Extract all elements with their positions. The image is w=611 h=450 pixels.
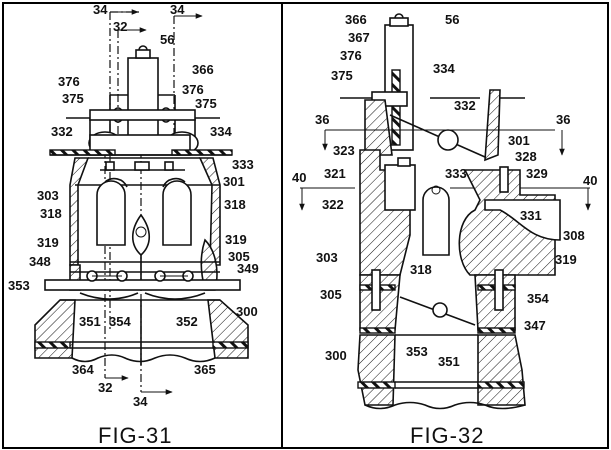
label-303: 303: [316, 250, 338, 265]
label-34: 34: [133, 394, 148, 409]
label-308: 308: [563, 228, 585, 243]
label-332: 332: [51, 124, 73, 139]
label-40: 40: [583, 173, 597, 188]
label-301: 301: [223, 174, 245, 189]
label-301: 301: [508, 133, 530, 148]
label-319: 319: [37, 235, 59, 250]
label-334: 334: [210, 124, 232, 139]
label-329: 329: [526, 166, 548, 181]
label-351: 351: [79, 314, 101, 329]
label-36: 36: [315, 112, 329, 127]
label-305: 305: [228, 249, 250, 264]
label-348: 348: [29, 254, 51, 269]
label-366: 366: [345, 12, 367, 27]
label-366: 366: [192, 62, 214, 77]
label-376: 376: [58, 74, 80, 89]
label-322: 322: [322, 197, 344, 212]
label-303: 303: [37, 188, 59, 203]
label-364: 364: [72, 362, 94, 377]
label-300: 300: [325, 348, 347, 363]
figure-caption-32: FIG-32: [410, 423, 484, 448]
fig31-labels: 34 32 34 56 366 376 375 376 375 332 334 …: [8, 2, 259, 448]
label-367: 367: [348, 30, 370, 45]
fig32-labels: 366 56 367 376 375 334 332 36 36 301 328…: [292, 12, 597, 448]
label-318: 318: [224, 197, 246, 212]
label-354: 354: [109, 314, 131, 329]
label-319: 319: [225, 232, 247, 247]
label-351: 351: [438, 354, 460, 369]
label-375: 375: [195, 96, 217, 111]
label-347: 347: [524, 318, 546, 333]
fig31-drawing: [34, 9, 249, 395]
label-376: 376: [340, 48, 362, 63]
label-318: 318: [410, 262, 432, 277]
label-32: 32: [113, 19, 127, 34]
panel-divider: [281, 2, 283, 447]
label-323: 323: [333, 143, 355, 158]
label-34: 34: [170, 2, 185, 17]
label-352: 352: [176, 314, 198, 329]
label-32: 32: [98, 380, 112, 395]
label-321: 321: [324, 166, 346, 181]
label-34: 34: [93, 2, 108, 17]
actuator-366: [127, 57, 159, 139]
label-332: 332: [454, 98, 476, 113]
label-36: 36: [556, 112, 570, 127]
label-354: 354: [527, 291, 549, 306]
label-328: 328: [515, 149, 537, 164]
label-333: 333: [445, 166, 467, 181]
label-349: 349: [237, 261, 259, 276]
label-353: 353: [406, 344, 428, 359]
fig32-drawing: [299, 13, 591, 410]
venturi-318-left: [96, 180, 126, 246]
label-376: 376: [182, 82, 204, 97]
label-375: 375: [62, 91, 84, 106]
label-305: 305: [320, 287, 342, 302]
label-334: 334: [433, 61, 455, 76]
venturi-318-right: [162, 180, 192, 246]
label-353: 353: [8, 278, 30, 293]
label-40: 40: [292, 170, 306, 185]
label-333: 333: [232, 157, 254, 172]
figure-caption-31: FIG-31: [98, 423, 172, 448]
label-331: 331: [520, 208, 542, 223]
label-300: 300: [236, 304, 258, 319]
label-56: 56: [445, 12, 459, 27]
label-365: 365: [194, 362, 216, 377]
label-56: 56: [160, 32, 174, 47]
label-318: 318: [40, 206, 62, 221]
label-375: 375: [331, 68, 353, 83]
label-319: 319: [555, 252, 577, 267]
